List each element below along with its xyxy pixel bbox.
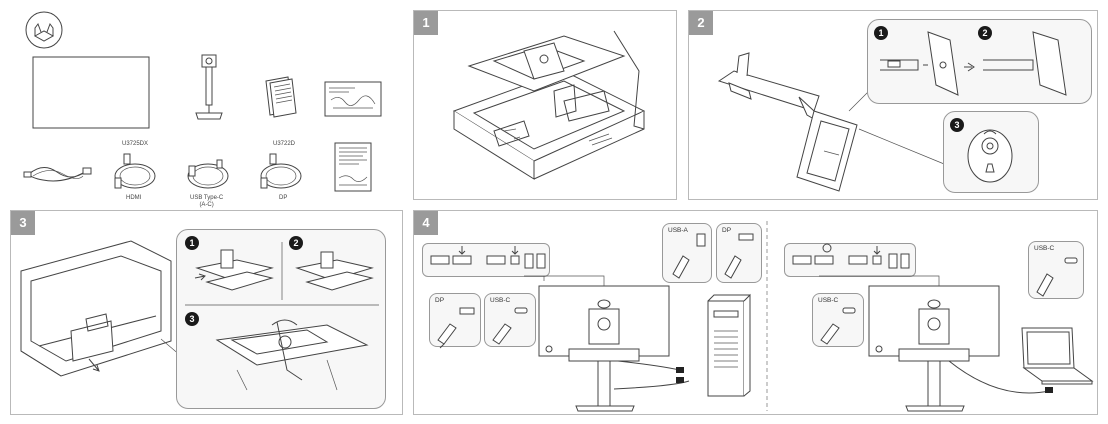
dp-model-label: U3722D bbox=[273, 141, 296, 147]
stand-lock-detail bbox=[185, 242, 379, 391]
usb-c-callout-laptop: USB-C bbox=[1028, 241, 1084, 299]
unboxing-illustration bbox=[452, 30, 646, 180]
dp-connector-icon bbox=[437, 307, 475, 349]
usb-a-connector-icon bbox=[672, 233, 706, 279]
substep-2-1-badge: 1 bbox=[874, 26, 888, 40]
package-icon bbox=[24, 10, 64, 50]
substep-3-3-badge: 3 bbox=[185, 312, 199, 326]
stand-insert-detail bbox=[880, 31, 1067, 96]
monitor-on-stand-illustration bbox=[20, 240, 182, 377]
hdmi-model-label: U3725DX bbox=[122, 141, 149, 147]
step-4-panel: 4 DP bbox=[413, 210, 1098, 415]
dp-callout-left: DP bbox=[429, 293, 481, 349]
monitor-rear-right bbox=[819, 275, 1053, 412]
dp-callout-left-label: DP bbox=[435, 297, 445, 304]
dp-cable-label: DP bbox=[279, 195, 288, 201]
step-3-panel: 3 1 2 3 bbox=[10, 210, 403, 415]
usb-c-connector-laptop-icon bbox=[1036, 257, 1078, 297]
usb-c-connector-right-icon bbox=[820, 307, 856, 345]
usb-c-callout-laptop-label: USB-C bbox=[1034, 245, 1055, 252]
usb-a-callout: USB-A bbox=[662, 223, 712, 283]
step-2-number: 2 bbox=[689, 11, 713, 35]
step-1-panel: 1 bbox=[413, 10, 677, 200]
laptop bbox=[1021, 327, 1094, 385]
port-row-left bbox=[430, 246, 546, 269]
step-2-zoom-bubble-a: 1 2 bbox=[867, 19, 1092, 104]
substep-3-1-badge: 1 bbox=[185, 236, 199, 250]
port-row-right bbox=[792, 243, 910, 269]
port-panel-left bbox=[422, 243, 550, 277]
substep-2-3-badge: 3 bbox=[950, 118, 964, 132]
usb-c-callout-left: USB-C bbox=[484, 293, 536, 347]
desktop-tower bbox=[707, 293, 751, 397]
usb-a-callout-label: USB-A bbox=[668, 227, 688, 234]
step-3-zoom-bubble: 1 2 3 bbox=[176, 229, 386, 409]
hdmi-cable-label: HDMI bbox=[126, 195, 142, 201]
usb-c-cable-label: USB Type-C (A-C) bbox=[190, 195, 224, 208]
dp-connector-tower-icon bbox=[724, 233, 754, 279]
substep-2-2-badge: 2 bbox=[978, 26, 992, 40]
dp-callout-tower-label: DP bbox=[722, 227, 732, 234]
screw-tighten-detail bbox=[967, 129, 1013, 183]
step-1-number: 1 bbox=[414, 11, 438, 35]
usb-c-connector-icon bbox=[492, 307, 528, 345]
usb-c-callout-left-label: USB-C bbox=[490, 297, 511, 304]
stand-attach-illustration bbox=[717, 52, 950, 192]
port-panel-right bbox=[784, 243, 916, 277]
usb-c-callout-right-label: USB-C bbox=[818, 297, 839, 304]
substep-3-2-badge: 2 bbox=[289, 236, 303, 250]
setup-divider bbox=[766, 221, 768, 411]
step-3-number: 3 bbox=[11, 211, 35, 235]
usb-c-callout-right: USB-C bbox=[812, 293, 864, 347]
step-4-number: 4 bbox=[414, 211, 438, 235]
step-2-panel: 2 1 2 3 bbox=[688, 10, 1098, 200]
step-2-zoom-bubble-b: 3 bbox=[943, 111, 1039, 193]
dp-callout-tower: DP bbox=[716, 223, 762, 283]
monitor-rear-left bbox=[524, 275, 690, 412]
